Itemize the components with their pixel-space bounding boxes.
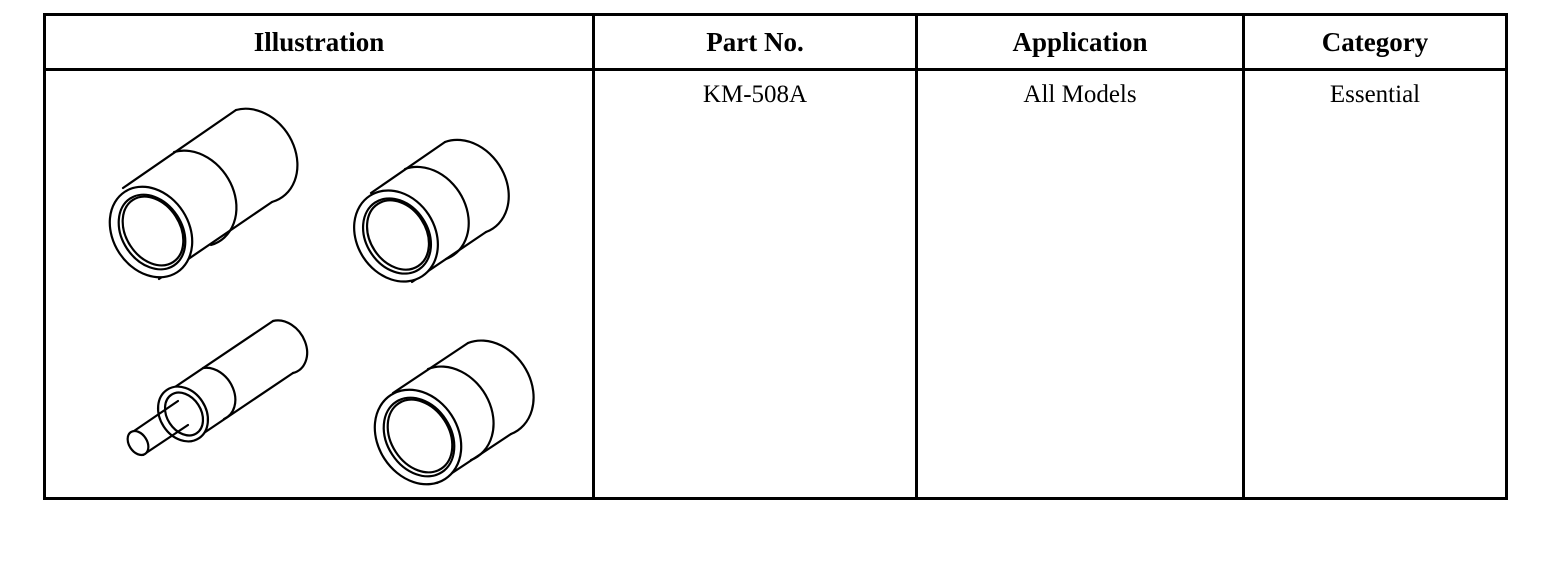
category-cell: Essential <box>1242 68 1508 500</box>
category-value: Essential <box>1329 81 1421 108</box>
application-value: All Models <box>1023 81 1137 108</box>
part-number: KM-508A <box>702 81 808 108</box>
table-header-row: Illustration Part No. Application Catego… <box>43 13 1508 71</box>
application-cell: All Models <box>915 68 1245 500</box>
table-row: KM-508A All Models Essential <box>43 68 1508 500</box>
special-tool-table: Illustration Part No. Application Catego… <box>43 13 1508 500</box>
header-application: Application <box>915 13 1245 71</box>
short-sleeve-icon <box>373 339 535 486</box>
header-category: Category <box>1242 13 1508 71</box>
header-illustration: Illustration <box>43 13 595 71</box>
large-sleeve-icon <box>108 107 299 281</box>
header-part-no: Part No. <box>592 13 918 71</box>
short-sleeve-icon <box>353 138 510 284</box>
illustration-cell <box>43 68 595 500</box>
part-no-cell: KM-508A <box>592 68 918 500</box>
stepped-pilot-icon <box>126 319 309 457</box>
tool-set-cylinders-icon <box>108 107 535 486</box>
